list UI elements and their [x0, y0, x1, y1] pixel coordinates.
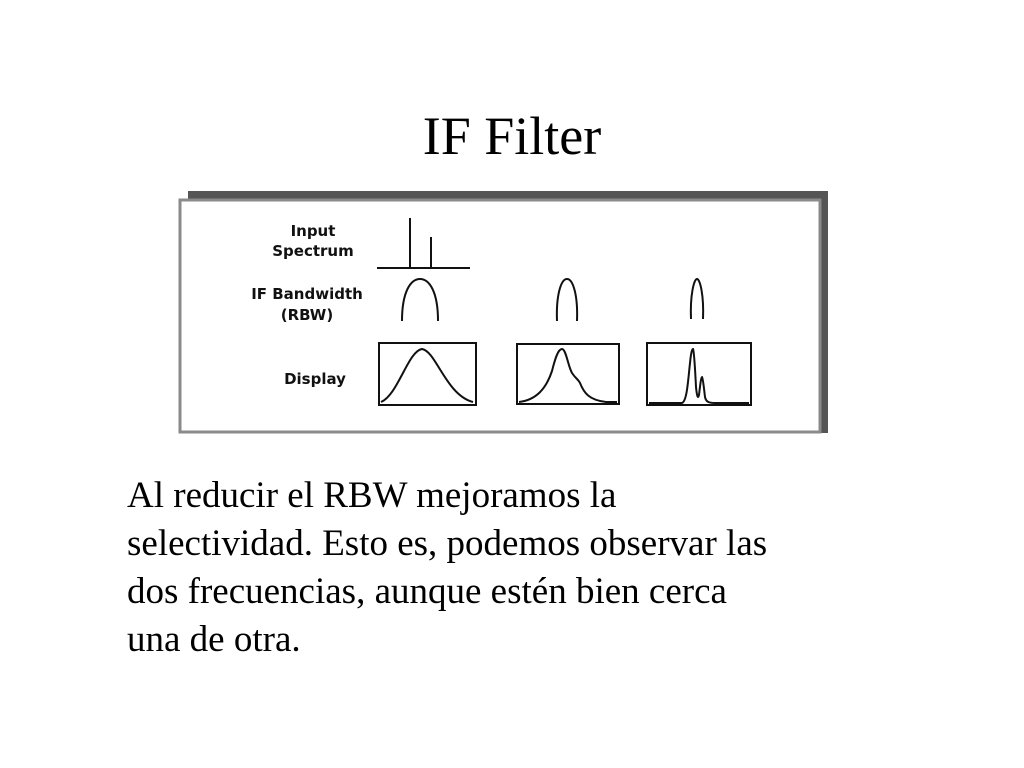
slide-title: IF Filter — [422, 106, 602, 166]
label-display: Display — [284, 370, 346, 388]
display-trace-wide — [380, 347, 474, 403]
label-input-line2: Spectrum — [272, 242, 353, 260]
label-input-line1: Input — [291, 222, 336, 240]
label-if-line2: (RBW) — [281, 306, 333, 324]
display-trace-narrow — [649, 347, 749, 404]
caption-text: Al reducir el RBW mejoramos la selectivi… — [127, 472, 947, 664]
display-trace-medium — [518, 347, 617, 403]
caption-line-2: selectividad. Esto es, podemos observar … — [127, 523, 768, 564]
if-filter-shape-wide — [401, 277, 439, 322]
if-filter-shape-narrow — [689, 277, 705, 320]
caption-line-1: Al reducir el RBW mejoramos la — [127, 475, 617, 516]
if-filter-figure: Input Spectrum IF Bandwidth (RBW) Displa… — [170, 183, 840, 443]
label-if-line1: IF Bandwidth — [251, 285, 363, 303]
if-filter-diagram: Input Spectrum IF Bandwidth (RBW) Displa… — [178, 191, 828, 434]
caption-line-3: dos frecuencias, aunque estén bien cerca — [127, 571, 727, 612]
caption-line-4: una de otra. — [127, 619, 301, 660]
display-box-medium — [516, 343, 620, 405]
if-filter-shape-medium — [555, 277, 579, 322]
